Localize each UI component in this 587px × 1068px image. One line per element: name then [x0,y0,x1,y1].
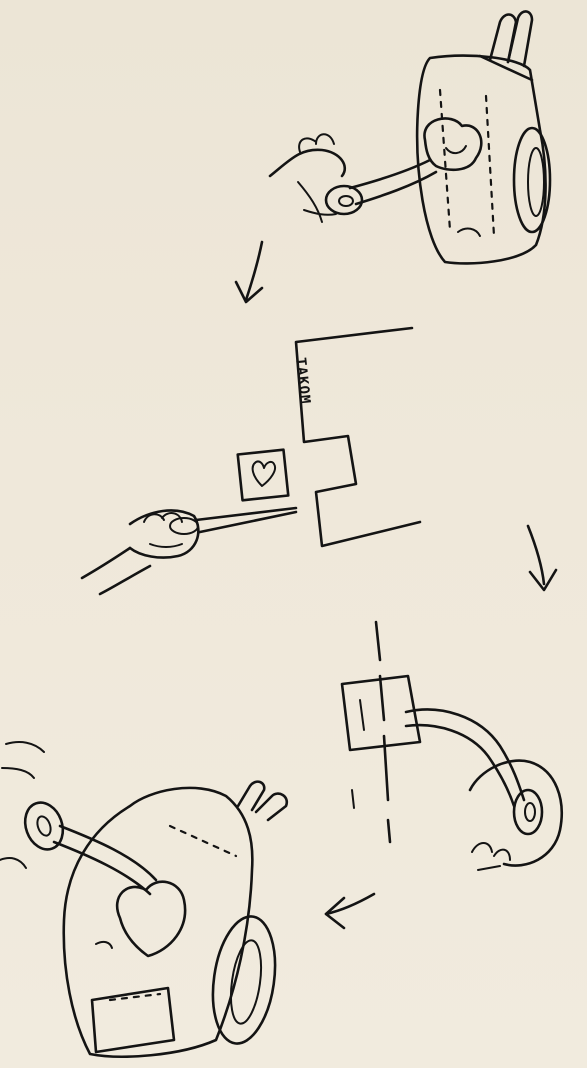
robot-seam-2 [486,96,494,236]
heart-icon [253,461,275,486]
card-line [360,700,364,730]
robot2-hand-fingers [0,742,44,868]
arrow-left [326,894,374,928]
robot-gripper [326,186,362,214]
robot2-mark [96,942,112,948]
robot-with-heart [0,742,287,1057]
arm-gripper [514,790,542,834]
robot-arm-lower [356,172,436,204]
heart-card [238,450,289,501]
sign-outline [296,328,420,546]
robot2-seam [170,826,236,856]
robot-body-outline [417,56,545,264]
robot2-antenna-1 [238,782,264,810]
robot-mark [458,229,480,236]
robot-with-hand [270,11,550,263]
hand-palm [270,150,345,176]
scissor-handle [170,518,198,534]
arrow-down-2 [528,526,556,590]
arrow-down-1 [236,242,262,302]
robot-wheel-inner [528,148,544,216]
arm-tapping-card [342,622,562,870]
robot2-gripper-inner [35,815,53,838]
robot2-wheel [205,912,282,1047]
arm-gripper-inner [525,803,535,821]
scissor-wrist-2 [100,566,150,594]
robot-gripper-inner [339,196,353,206]
sign-with-scissors: TAKOM [82,328,420,594]
vertical-tick [352,790,354,808]
sign-text: TAKOM [292,357,313,406]
scissor-fingers [144,513,182,547]
robot-face-blob [424,118,481,169]
vertical-line [376,622,390,842]
robot-smile [446,146,466,153]
robot2-wheel-inner [226,938,265,1025]
scissor-wrist-1 [82,548,130,578]
holding-fingers [472,843,510,870]
robot2-heart [117,882,185,956]
robot-seam-1 [440,90,450,230]
